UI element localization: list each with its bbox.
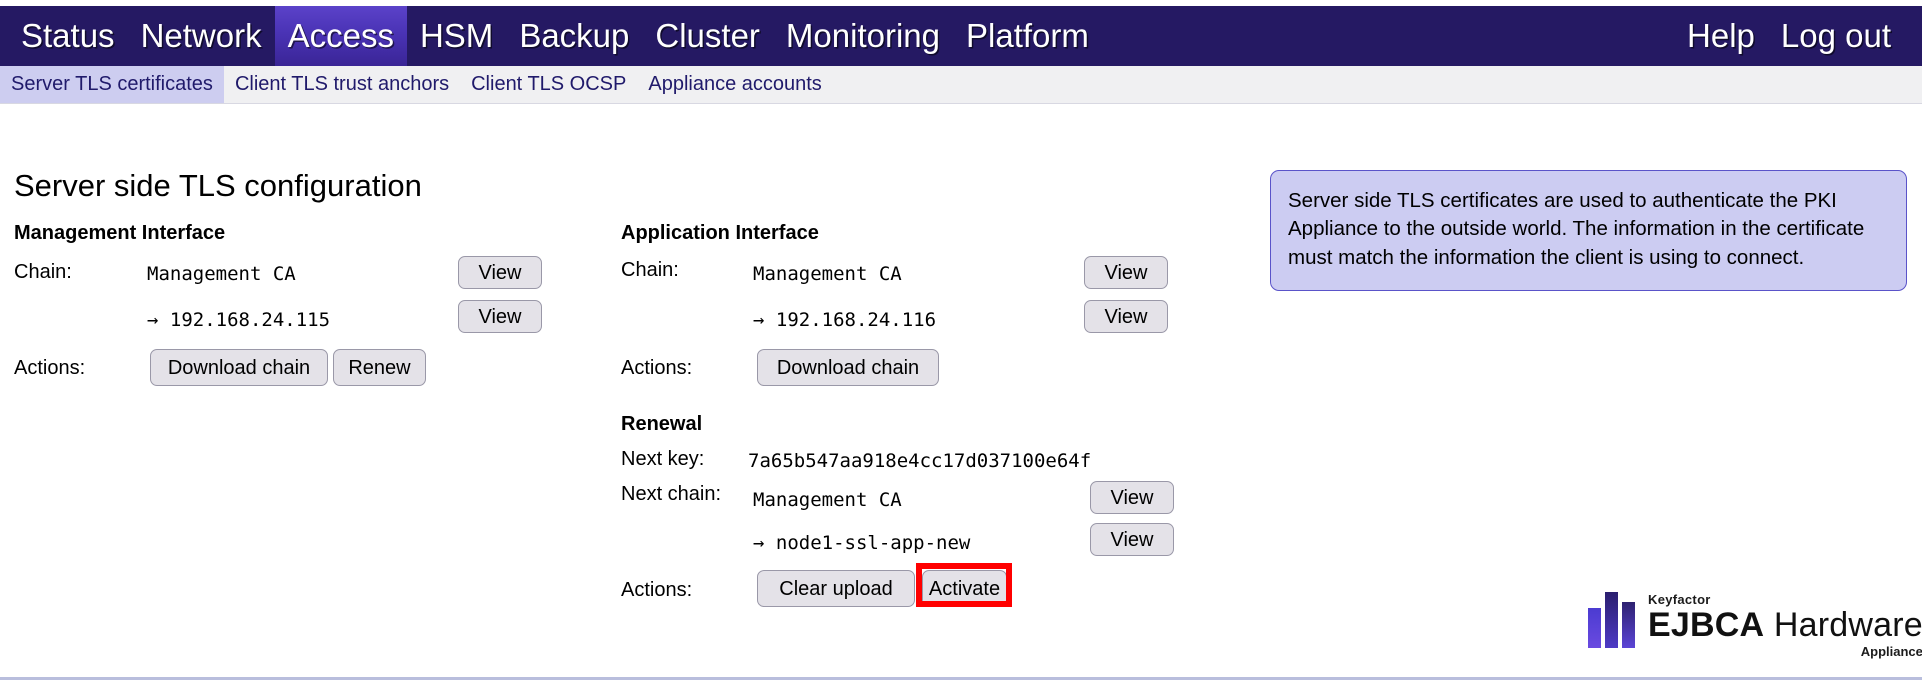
- management-chain-ca-value: Management CA: [147, 263, 296, 285]
- sub-navigation-bar: Server TLS certificates Client TLS trust…: [0, 66, 1922, 104]
- renewal-next-key-label: Next key:: [621, 448, 705, 470]
- management-view-ca-button[interactable]: View: [458, 256, 542, 289]
- management-download-chain-button[interactable]: Download chain: [150, 349, 328, 386]
- subnav-item-appliance-accounts[interactable]: Appliance accounts: [648, 73, 822, 95]
- top-nav-primary-items: Status Network Access HSM Backup Cluster…: [0, 6, 1102, 66]
- management-renew-button[interactable]: Renew: [333, 349, 426, 386]
- top-nav-secondary-items: Help Log out: [1674, 6, 1922, 66]
- nav-item-network[interactable]: Network: [140, 17, 262, 54]
- logo-product-bold: EJBCA: [1648, 606, 1765, 644]
- logo-appliance-label: Appliance: [1860, 644, 1922, 659]
- management-interface-heading: Management Interface: [14, 222, 226, 244]
- renewal-clear-upload-button[interactable]: Clear upload: [757, 570, 915, 607]
- nav-item-help[interactable]: Help: [1687, 17, 1755, 54]
- keyfactor-bars-icon: [1588, 592, 1635, 648]
- management-actions-label: Actions:: [14, 357, 86, 379]
- renewal-next-key-value: 7a65b547aa918e4cc17d037100e64f: [748, 450, 1092, 472]
- application-download-chain-button[interactable]: Download chain: [757, 349, 939, 386]
- application-view-leaf-button[interactable]: View: [1084, 300, 1168, 333]
- application-view-ca-button[interactable]: View: [1084, 256, 1168, 289]
- renewal-view-leaf-button[interactable]: View: [1090, 523, 1174, 556]
- application-chain-label: Chain:: [621, 259, 679, 281]
- subnav-item-client-tls-trust-anchors[interactable]: Client TLS trust anchors: [234, 73, 450, 95]
- subnav-item-server-tls-certificates[interactable]: Server TLS certificates: [0, 66, 224, 103]
- nav-item-cluster[interactable]: Cluster: [655, 17, 760, 54]
- nav-item-platform[interactable]: Platform: [966, 17, 1089, 54]
- logo-bar-2: [1605, 592, 1618, 648]
- ejbca-hardware-appliance-logo: Keyfactor EJBCA Hardware Appliance: [1588, 592, 1922, 659]
- nav-item-hsm[interactable]: HSM: [419, 17, 494, 54]
- management-view-leaf-button[interactable]: View: [458, 300, 542, 333]
- application-chain-leaf-value: → 192.168.24.116: [753, 309, 937, 331]
- application-interface-heading: Application Interface: [621, 222, 819, 244]
- renewal-heading: Renewal: [621, 413, 703, 435]
- nav-item-monitoring[interactable]: Monitoring: [785, 17, 940, 54]
- renewal-next-chain-leaf-value: → node1-ssl-app-new: [753, 532, 971, 554]
- logo-product-rest: Hardware: [1764, 606, 1922, 644]
- renewal-actions-label: Actions:: [621, 579, 693, 601]
- application-actions-label: Actions:: [621, 357, 693, 379]
- renewal-activate-button[interactable]: Activate: [922, 570, 1007, 607]
- renewal-next-chain-label: Next chain:: [621, 483, 722, 505]
- renewal-view-ca-button[interactable]: View: [1090, 481, 1174, 514]
- logo-product-label: EJBCA Hardware: [1648, 608, 1922, 642]
- nav-item-status[interactable]: Status: [21, 17, 115, 54]
- management-chain-label: Chain:: [14, 261, 72, 283]
- management-chain-leaf-value: → 192.168.24.115: [147, 309, 331, 331]
- nav-item-backup[interactable]: Backup: [519, 17, 630, 54]
- logo-bar-3: [1622, 602, 1635, 648]
- nav-item-logout[interactable]: Log out: [1780, 17, 1891, 54]
- logo-text-block: Keyfactor EJBCA Hardware Appliance: [1648, 592, 1922, 659]
- info-panel: Server side TLS certificates are used to…: [1270, 170, 1907, 291]
- top-navigation-bar: Status Network Access HSM Backup Cluster…: [0, 6, 1922, 66]
- application-chain-ca-value: Management CA: [753, 263, 902, 285]
- subnav-item-client-tls-ocsp[interactable]: Client TLS OCSP: [471, 73, 627, 95]
- info-panel-text: Server side TLS certificates are used to…: [1288, 189, 1865, 269]
- renewal-next-chain-ca-value: Management CA: [753, 489, 902, 511]
- logo-keyfactor-label: Keyfactor: [1648, 592, 1711, 607]
- nav-item-access[interactable]: Access: [274, 6, 407, 66]
- logo-bar-1: [1588, 608, 1601, 648]
- page-title: Server side TLS configuration: [14, 168, 422, 203]
